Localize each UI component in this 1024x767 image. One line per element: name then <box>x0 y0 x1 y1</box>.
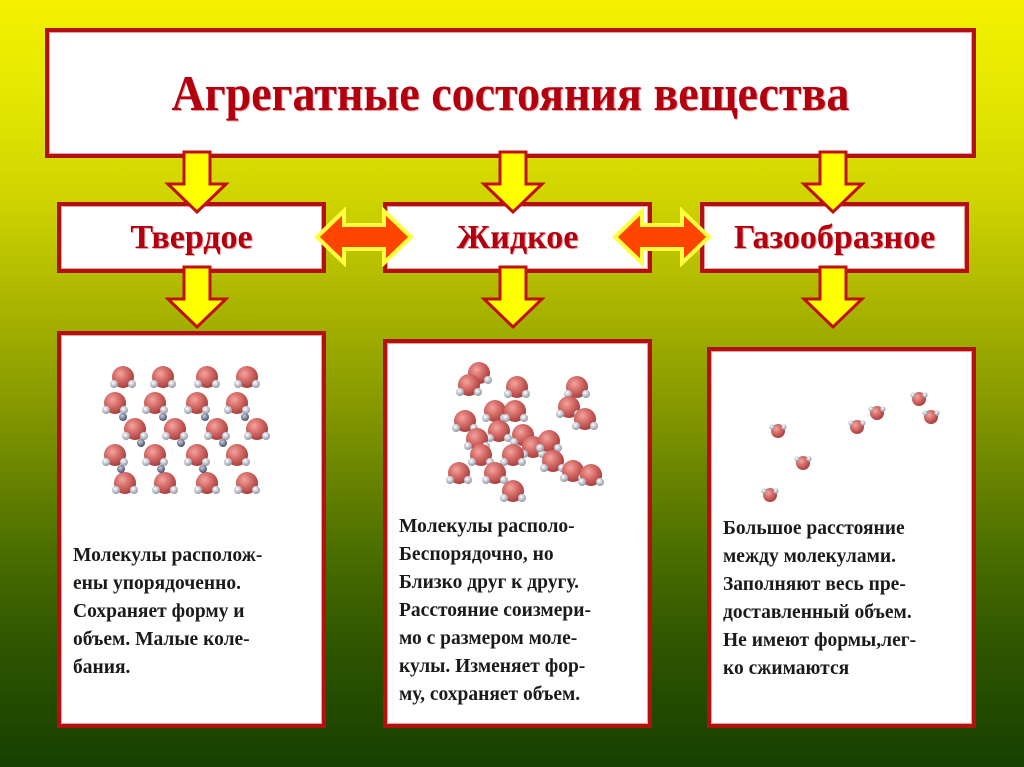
water-molecule-icon <box>446 362 604 502</box>
description-solid: Молекулы располож- ены упорядоченно. Сох… <box>73 545 263 678</box>
description-box-solid: Молекулы располож- ены упорядоченно. Сох… <box>57 331 326 728</box>
arrow-down-icon <box>166 150 228 214</box>
state-label-solid: Твердое <box>130 218 253 256</box>
arrow-down-icon <box>482 150 544 214</box>
title-box: Агрегатные состояния вещества <box>45 28 976 158</box>
state-label-liquid: Жидкое <box>456 218 579 256</box>
description-box-liquid: Молекулы располо- Беспорядочно, но Близк… <box>383 339 652 728</box>
state-label-gas: Газообразное <box>733 218 936 256</box>
description-liquid: Молекулы располо- Беспорядочно, но Близк… <box>399 516 591 705</box>
arrow-down-icon <box>166 265 228 329</box>
arrow-down-icon <box>802 265 864 329</box>
arrow-down-icon <box>802 150 864 214</box>
state-box-gas: Газообразное <box>700 202 969 273</box>
water-molecule-icon <box>102 366 270 494</box>
arrow-left-right-icon <box>314 207 414 267</box>
water-molecule-icon <box>761 392 940 502</box>
arrow-left-right-icon <box>612 207 712 267</box>
arrow-down-icon <box>482 265 544 329</box>
page-title: Агрегатные состояния вещества <box>171 65 850 121</box>
description-box-gas: Большое расстояние между молекулами. Зап… <box>707 347 976 728</box>
description-gas: Большое расстояние между молекулами. Зап… <box>723 518 917 679</box>
